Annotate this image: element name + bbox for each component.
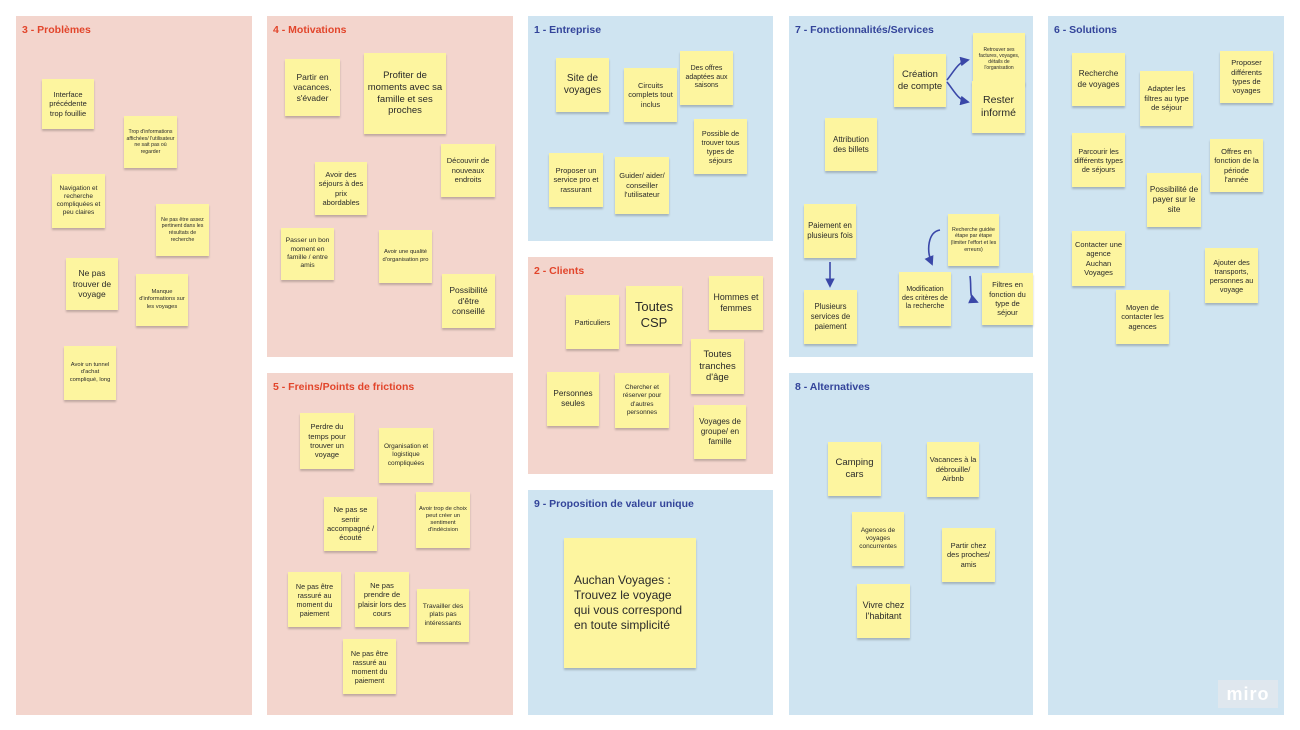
sticky-note[interactable]: Offres en fonction de la période l'année <box>1210 139 1263 192</box>
panel-title: 8 - Alternatives <box>795 381 870 393</box>
sticky-note[interactable]: Particuliers <box>566 295 619 349</box>
sticky-note[interactable]: Toutes CSP <box>626 286 682 344</box>
arrow-to-retrouver <box>946 56 970 81</box>
arrow-to-filtres <box>968 275 979 304</box>
sticky-note[interactable]: Parcourir les différents types de séjour… <box>1072 133 1125 187</box>
panel-proposition-valeur: 9 - Proposition de valeur unique Auchan … <box>528 490 773 715</box>
sticky-note[interactable]: Perdre du temps pour trouver un voyage <box>300 413 354 469</box>
sticky-note[interactable]: Chercher et réserver pour d'autres perso… <box>615 373 669 428</box>
sticky-note[interactable]: Travailler des plats pas intéressants <box>417 589 469 642</box>
sticky-note[interactable]: Manque d'informations sur les voyages <box>136 274 188 326</box>
sticky-note[interactable]: Retrouver ses factures, voyages, détails… <box>973 33 1025 85</box>
sticky-note[interactable]: Ne pas prendre de plaisir lors des cours <box>355 572 409 627</box>
panel-freins: 5 - Freins/Points de frictions Perdre du… <box>267 373 513 715</box>
sticky-note[interactable]: Attribution des billets <box>825 118 877 171</box>
sticky-note[interactable]: Avoir trop de choix peut créer un sentim… <box>416 492 470 548</box>
arrow-recherche-to-modification <box>924 229 941 266</box>
panel-title: 9 - Proposition de valeur unique <box>534 498 694 510</box>
sticky-note[interactable]: Recherche de voyages <box>1072 53 1125 106</box>
sticky-note[interactable]: Ne pas être assez pertinent dans les rés… <box>156 204 209 256</box>
panel-solutions: 6 - Solutions Recherche de voyages Adapt… <box>1048 16 1284 715</box>
sticky-note[interactable]: Agences de voyages concurrentes <box>852 512 904 566</box>
sticky-note[interactable]: Hommes et femmes <box>709 276 763 330</box>
sticky-note[interactable]: Ne pas être rassuré au moment du paiemen… <box>343 639 396 694</box>
sticky-note[interactable]: Ajouter des transports, personnes au voy… <box>1205 248 1258 303</box>
panel-title: 6 - Solutions <box>1054 24 1117 36</box>
sticky-note[interactable]: Moyen de contacter les agences <box>1116 290 1169 344</box>
sticky-note[interactable]: Création de compte <box>894 54 946 107</box>
sticky-note[interactable]: Partir en vacances, s'évader <box>285 59 340 116</box>
sticky-note[interactable]: Camping cars <box>828 442 881 496</box>
arrow-to-rester-informe <box>946 81 970 106</box>
sticky-note[interactable]: Modification des critères de la recherch… <box>899 272 951 326</box>
sticky-note[interactable]: Site de voyages <box>556 58 609 112</box>
sticky-note[interactable]: Rester informé <box>972 81 1025 133</box>
sticky-note[interactable]: Possibilité d'être conseillé <box>442 274 495 328</box>
sticky-note[interactable]: Navigation et recherche compliquées et p… <box>52 174 105 228</box>
sticky-note[interactable]: Ne pas trouver de voyage <box>66 258 118 310</box>
panel-title: 5 - Freins/Points de frictions <box>273 381 415 393</box>
sticky-note[interactable]: Possibilité de payer sur le site <box>1147 173 1201 227</box>
sticky-note[interactable]: Interface précédente trop fouillie <box>42 79 94 129</box>
sticky-note[interactable]: Filtres en fonction du type de séjour <box>982 273 1033 325</box>
sticky-note[interactable]: Trop d'informations affichées/ l'utilisa… <box>124 116 177 168</box>
sticky-note[interactable]: Proposer un service pro et rassurant <box>549 153 603 207</box>
sticky-note[interactable]: Profiter de moments avec sa famille et s… <box>364 53 446 134</box>
sticky-note[interactable]: Plusieurs services de paiement <box>804 290 857 344</box>
sticky-note[interactable]: Avoir une qualité d'organisation pro <box>379 230 432 283</box>
sticky-note[interactable]: Auchan Voyages : Trouvez le voyage qui v… <box>564 538 696 668</box>
sticky-note[interactable]: Ne pas se sentir accompagné / écouté <box>324 497 377 551</box>
sticky-note[interactable]: Adapter les filtres au type de séjour <box>1140 71 1193 126</box>
panel-motivations: 4 - Motivations Partir en vacances, s'év… <box>267 16 513 357</box>
sticky-note[interactable]: Vivre chez l'habitant <box>857 584 910 638</box>
sticky-note[interactable]: Contacter une agence Auchan Voyages <box>1072 231 1125 286</box>
panel-title: 3 - Problèmes <box>22 24 91 36</box>
panel-clients: 2 - Clients Particuliers Toutes CSP Homm… <box>528 257 773 474</box>
sticky-note[interactable]: Ne pas être rassuré au moment du paiemen… <box>288 572 341 627</box>
sticky-note[interactable]: Organisation et logistique compliquées <box>379 428 433 483</box>
panel-entreprise: 1 - Entreprise Site de voyages Circuits … <box>528 16 773 241</box>
miro-logo: miro <box>1218 680 1278 708</box>
sticky-note[interactable]: Avoir un tunnel d'achat compliqué, long <box>64 346 116 400</box>
sticky-note[interactable]: Recherche guidée étape par étape (limite… <box>948 214 999 266</box>
sticky-note[interactable]: Avoir des séjours à des prix abordables <box>315 162 367 215</box>
sticky-note[interactable]: Vacances à la débrouille/ Airbnb <box>927 442 979 497</box>
panel-title: 2 - Clients <box>534 265 585 277</box>
panel-problemes: 3 - Problèmes Interface précédente trop … <box>16 16 252 715</box>
panel-alternatives: 8 - Alternatives Camping cars Vacances à… <box>789 373 1033 715</box>
sticky-note[interactable]: Personnes seules <box>547 372 599 426</box>
sticky-note[interactable]: Proposer différents types de voyages <box>1220 51 1273 103</box>
panel-fonctionnalites: 7 - Fonctionnalités/Services Création de… <box>789 16 1033 357</box>
sticky-note[interactable]: Guider/ aider/ conseiller l'utilisateur <box>615 157 669 214</box>
sticky-note[interactable]: Voyages de groupe/ en famille <box>694 405 746 459</box>
sticky-note[interactable]: Partir chez des proches/ amis <box>942 528 995 582</box>
sticky-note[interactable]: Paiement en plusieurs fois <box>804 204 856 258</box>
panel-title: 7 - Fonctionnalités/Services <box>795 24 934 36</box>
sticky-note[interactable]: Découvrir de nouveaux endroits <box>441 144 495 197</box>
sticky-note[interactable]: Des offres adaptées aux saisons <box>680 51 733 105</box>
sticky-note[interactable]: Toutes tranches d'âge <box>691 339 744 394</box>
panel-title: 1 - Entreprise <box>534 24 602 36</box>
sticky-note[interactable]: Possible de trouver tous types de séjour… <box>694 119 747 174</box>
sticky-note[interactable]: Circuits complets tout inclus <box>624 68 677 122</box>
sticky-note[interactable]: Passer un bon moment en famille / entre … <box>281 228 334 280</box>
panel-title: 4 - Motivations <box>273 24 347 36</box>
